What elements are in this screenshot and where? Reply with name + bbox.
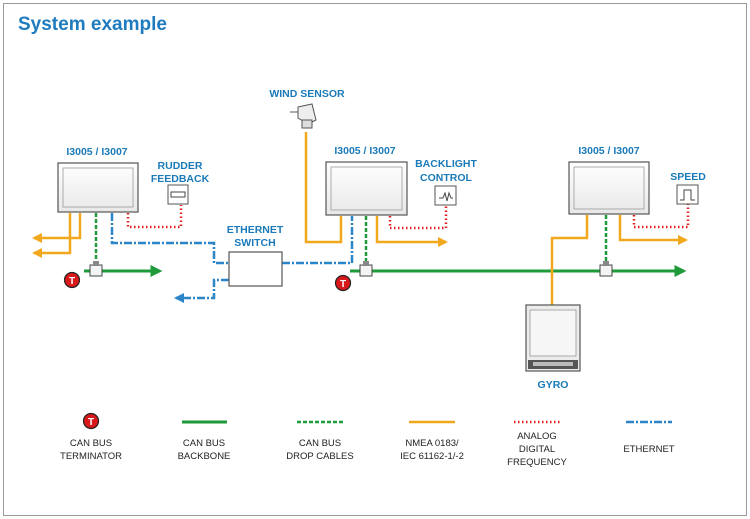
speed-sensor-icon	[676, 184, 699, 205]
svg-text:BACKBONE: BACKBONE	[178, 451, 231, 462]
svg-text:IEC 61162-1/-2: IEC 61162-1/-2	[400, 451, 464, 462]
svg-text:CAN BUS: CAN BUS	[70, 438, 112, 449]
analog-cables	[126, 204, 690, 230]
legend-ethernet: ETHERNET	[623, 420, 675, 455]
svg-text:T: T	[88, 417, 94, 428]
canbus-drop-cables	[94, 213, 608, 262]
svg-text:TERMINATOR: TERMINATOR	[60, 451, 122, 462]
legend-terminator: T CAN BUS TERMINATOR	[60, 412, 122, 462]
svg-text:CAN BUS: CAN BUS	[299, 438, 341, 449]
legend-nmea: NMEA 0183/ IEC 61162-1/-2	[400, 420, 464, 462]
svg-text:DIGITAL: DIGITAL	[519, 444, 555, 455]
legend-analog: ANALOG DIGITAL FREQUENCY	[507, 420, 567, 468]
terminator-center: T	[334, 274, 352, 292]
speed-label: SPEED	[670, 171, 706, 183]
wind-sensor-icon	[290, 103, 317, 129]
backlight-control-icon	[434, 185, 457, 206]
legend-backbone: CAN BUS BACKBONE	[178, 420, 231, 462]
t-connector	[359, 261, 373, 277]
ethernet-switch-label-1: ETHERNET	[227, 224, 284, 236]
svg-text:T: T	[69, 276, 75, 287]
rudder-feedback-icon	[167, 184, 189, 205]
terminator-left: T	[63, 271, 81, 289]
display-center	[325, 161, 408, 216]
wind-sensor-label: WIND SENSOR	[269, 88, 345, 100]
svg-text:DROP CABLES: DROP CABLES	[286, 451, 353, 462]
nmea-cables	[32, 132, 688, 305]
display-left	[57, 162, 139, 213]
legend-drop-cables: CAN BUS DROP CABLES	[286, 420, 354, 462]
backlight-control-label-2: CONTROL	[420, 172, 472, 184]
t-connector	[599, 261, 613, 277]
display-center-label: I3005 / I3007	[334, 145, 395, 157]
svg-text:NMEA 0183/: NMEA 0183/	[405, 438, 459, 449]
svg-text:CAN BUS: CAN BUS	[183, 438, 225, 449]
diagram-frame	[3, 3, 747, 516]
gyro-unit	[525, 304, 581, 372]
svg-text:T: T	[340, 279, 346, 290]
rudder-feedback-label-2: FEEDBACK	[151, 173, 210, 185]
page-title: System example	[18, 14, 167, 35]
svg-text:ETHERNET: ETHERNET	[623, 444, 674, 455]
backlight-control-label-1: BACKLIGHT	[415, 158, 477, 170]
gyro-label: GYRO	[538, 379, 569, 391]
ethernet-cables	[110, 213, 354, 303]
ethernet-switch-label-2: SWITCH	[234, 237, 275, 249]
display-right	[568, 161, 650, 215]
t-connector	[89, 261, 103, 277]
svg-text:FREQUENCY: FREQUENCY	[507, 457, 567, 468]
display-right-label: I3005 / I3007	[578, 145, 639, 157]
svg-text:ANALOG: ANALOG	[517, 431, 557, 442]
display-left-label: I3005 / I3007	[66, 146, 127, 158]
rudder-feedback-label-1: RUDDER	[158, 160, 203, 172]
ethernet-switch-box	[228, 251, 283, 287]
legend: T CAN BUS TERMINATOR CAN BUS BACKBONE CA…	[60, 412, 675, 468]
